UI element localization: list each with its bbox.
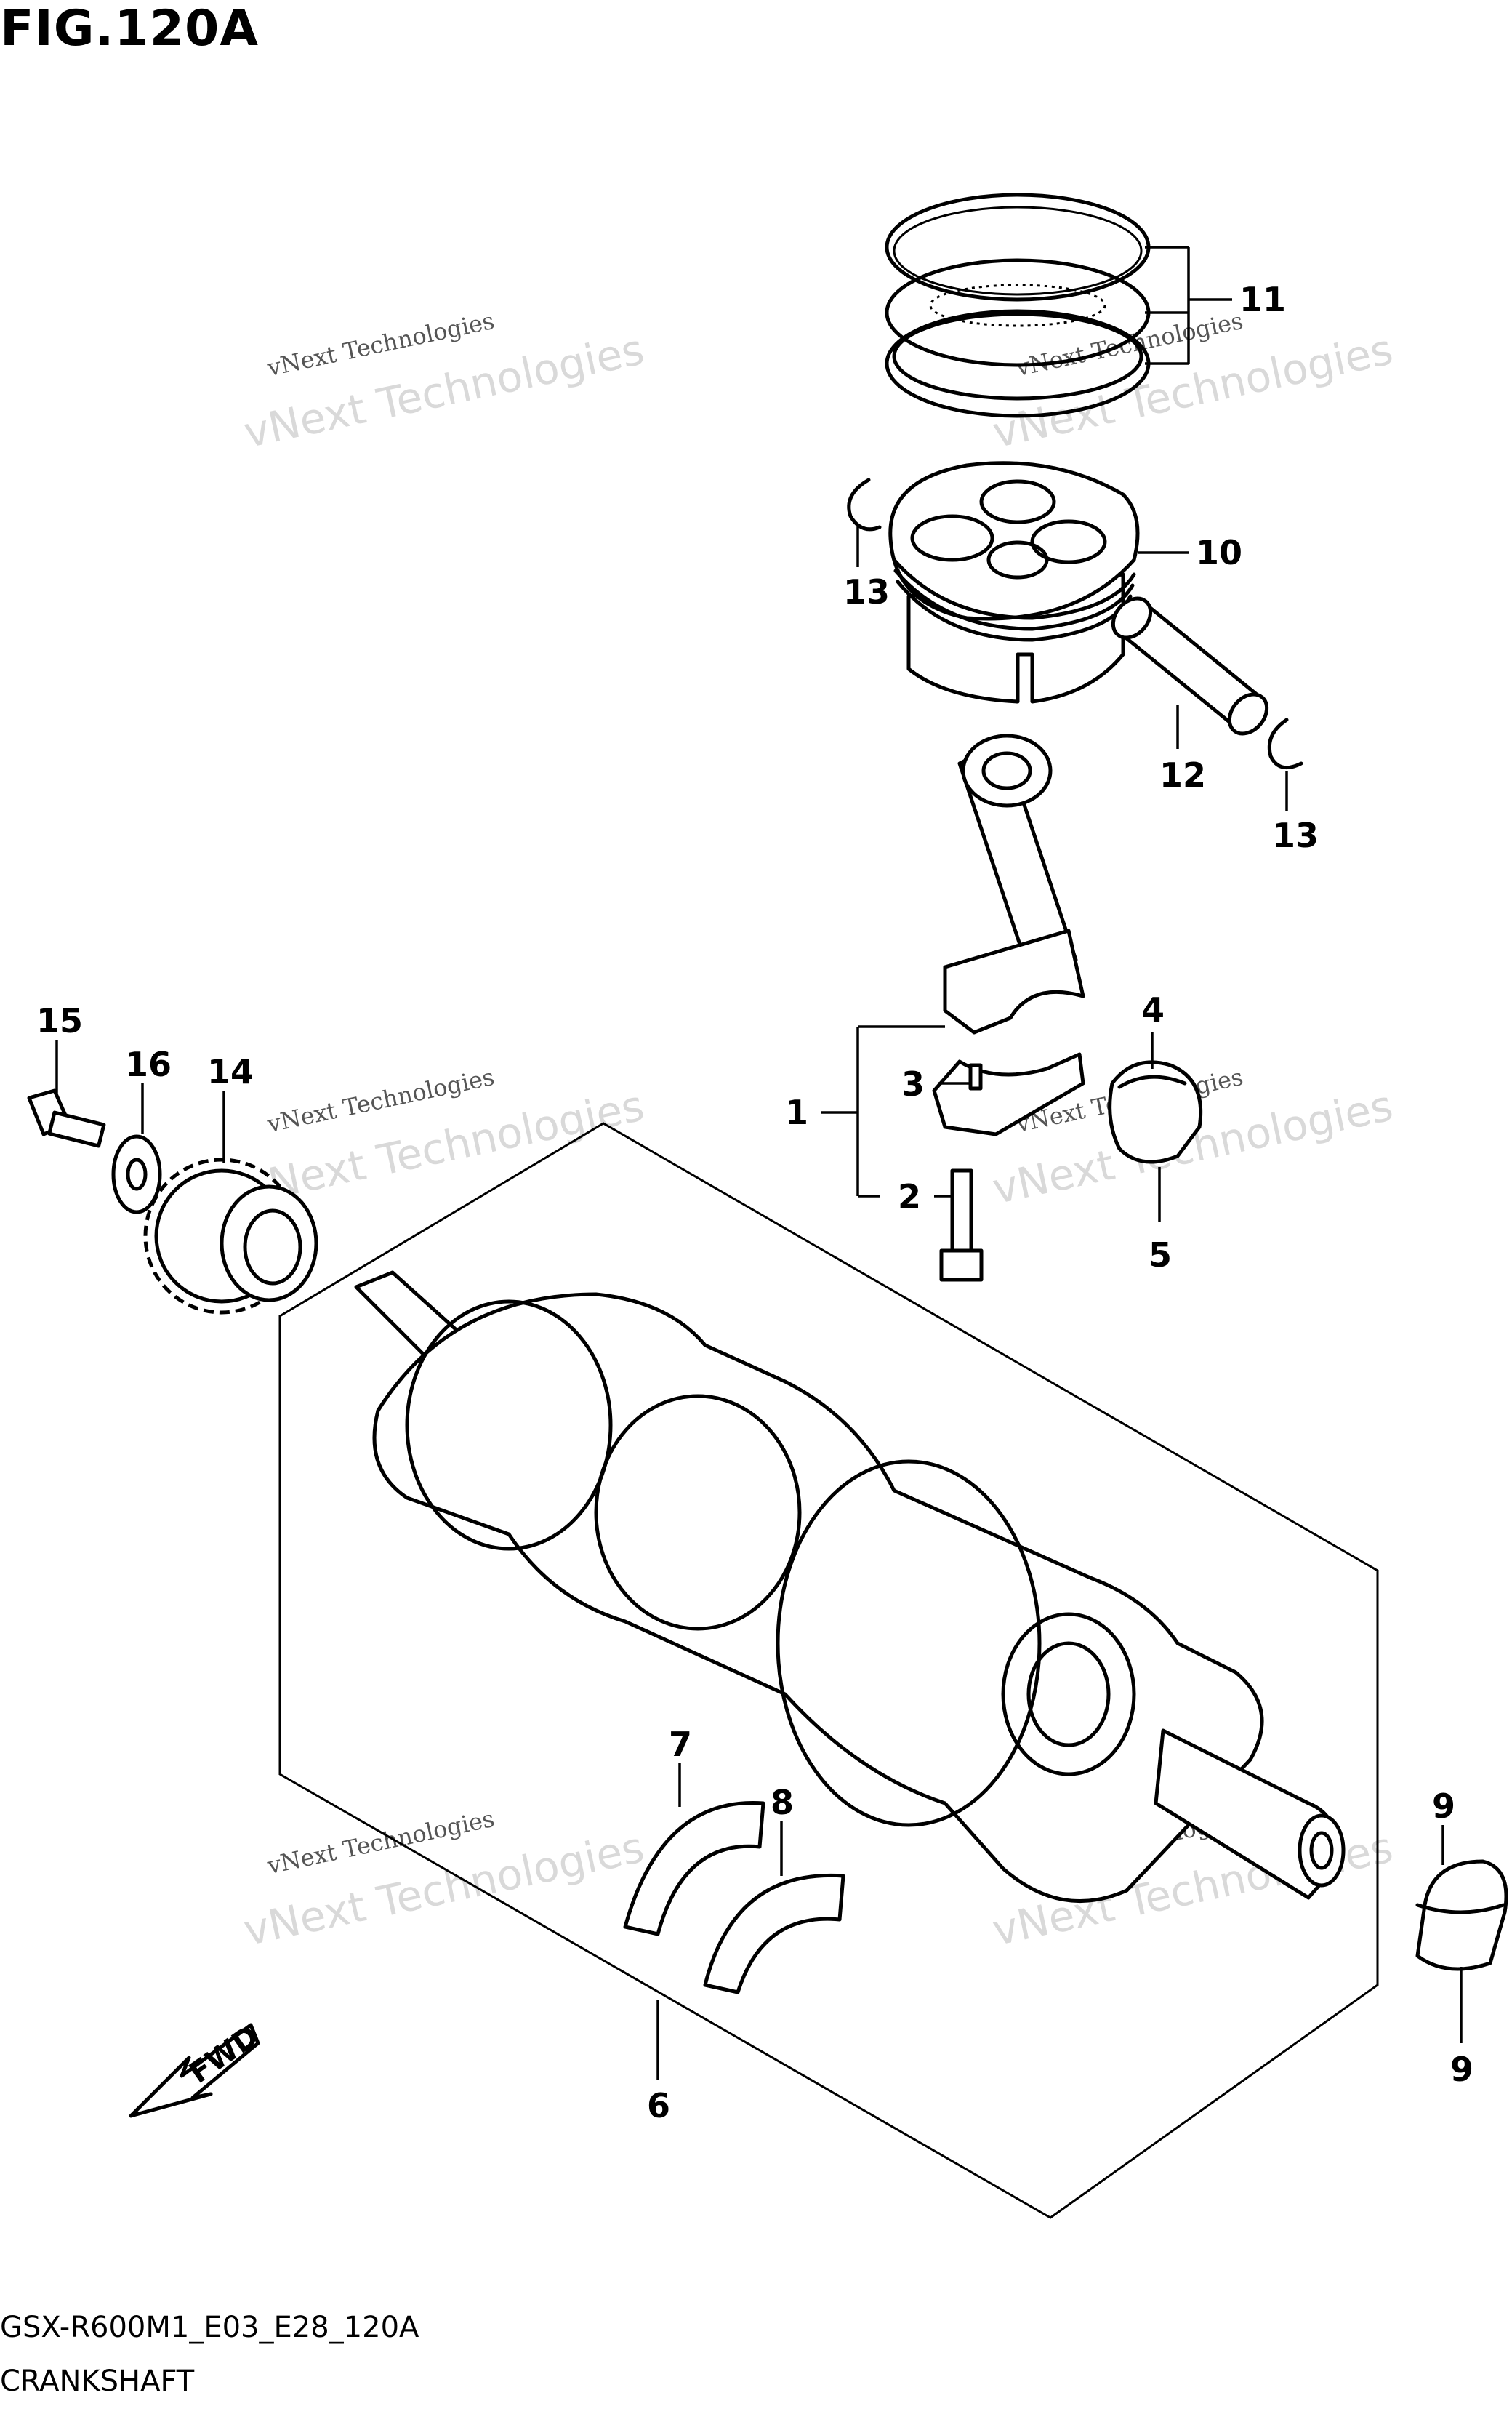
callout-1: 1 bbox=[785, 1093, 808, 1132]
callout-7: 7 bbox=[669, 1725, 692, 1764]
callout-4: 4 bbox=[1141, 990, 1165, 1030]
rod-bolt bbox=[939, 1168, 984, 1282]
callout-numbers: 11 10 13 12 13 4 3 1 2 5 15 16 14 7 8 6 … bbox=[36, 280, 1473, 2125]
timing-sprocket bbox=[143, 1158, 318, 1315]
fwd-arrow-icon: FWD bbox=[129, 2019, 265, 2118]
callout-10: 10 bbox=[1196, 533, 1242, 572]
callout-8: 8 bbox=[771, 1783, 794, 1822]
main-bearing bbox=[1415, 1859, 1508, 1971]
sprocket-bolt bbox=[27, 1088, 106, 1148]
piston bbox=[888, 461, 1140, 704]
leader-lines bbox=[55, 246, 1463, 2080]
connecting-rod bbox=[932, 734, 1085, 1136]
callout-6: 6 bbox=[647, 2086, 670, 2125]
thrust-washer-8 bbox=[703, 1873, 845, 1994]
model-code: GSX-R600M1_E03_E28_120A bbox=[0, 2311, 419, 2344]
callout-14: 14 bbox=[207, 1052, 254, 1091]
callout-9: 9 bbox=[1450, 2050, 1473, 2089]
crankshaft bbox=[278, 1122, 1379, 2219]
callout-13: 13 bbox=[1272, 816, 1319, 855]
callout-5: 5 bbox=[1149, 1235, 1172, 1275]
section-name: CRANKSHAFT bbox=[0, 2365, 195, 2398]
fwd-label: FWD bbox=[183, 2019, 265, 2090]
piston-pin bbox=[1111, 596, 1269, 736]
circlip-left bbox=[847, 478, 882, 532]
circlip-right bbox=[1267, 718, 1303, 770]
callout-2: 2 bbox=[898, 1177, 921, 1216]
figure-title: FIG.120A bbox=[0, 0, 259, 57]
thrust-washer-7 bbox=[623, 1800, 765, 1936]
callout-16: 16 bbox=[125, 1045, 172, 1084]
callout-12: 12 bbox=[1159, 755, 1206, 795]
callout-3: 3 bbox=[901, 1064, 925, 1104]
callout-13: 13 bbox=[843, 572, 890, 611]
washer bbox=[111, 1134, 162, 1214]
callout-9: 9 bbox=[1432, 1787, 1455, 1826]
piston-rings bbox=[885, 193, 1151, 418]
callout-15: 15 bbox=[36, 1001, 83, 1040]
callout-11: 11 bbox=[1239, 280, 1286, 319]
